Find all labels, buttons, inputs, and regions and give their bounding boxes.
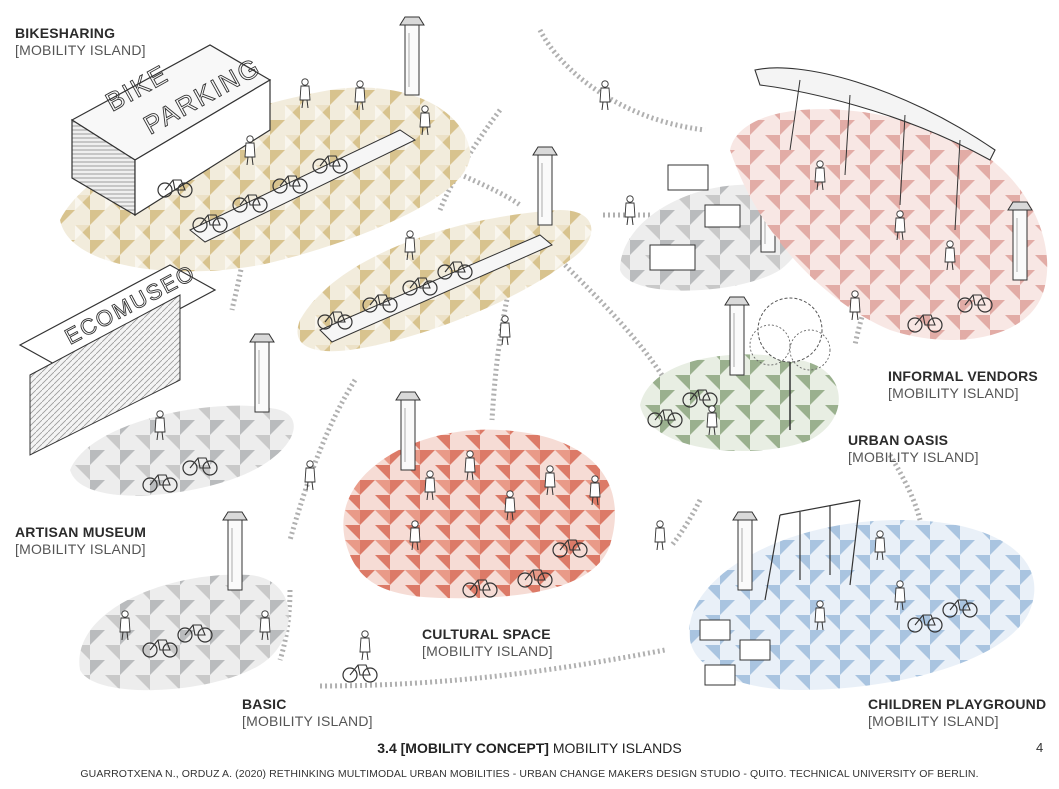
basic-island (79, 511, 378, 691)
connection-paths (229, 28, 923, 689)
label-subtitle: [MOBILITY ISLAND] (422, 642, 553, 659)
label-subtitle: [MOBILITY ISLAND] (868, 712, 999, 729)
bike-parking-building: BIKE PARKING (70, 44, 272, 217)
bikesharing-island: BIKE PARKING (60, 16, 471, 272)
label-title: BASIC (242, 696, 287, 712)
label-subtitle: [MOBILITY ISLAND] (848, 448, 979, 465)
label-title: CHILDREN PLAYGROUND (868, 696, 1047, 712)
urban-oasis-label: URBAN OASIS [MOBILITY ISLAND] (848, 432, 979, 466)
center-bike-island (297, 146, 592, 352)
figure-caption: 3.4 [MOBILITY CONCEPT] MOBILITY ISLANDS (0, 740, 1059, 756)
children-playground-island (654, 499, 1035, 690)
cultural-space-label: CULTURAL SPACE [MOBILITY ISLAND] (422, 626, 553, 660)
person-icon (359, 630, 371, 661)
artisan-museum-island: ECOMUSEO (18, 259, 316, 496)
label-title: URBAN OASIS (848, 432, 949, 448)
caption-rest: MOBILITY ISLANDS (552, 740, 682, 756)
credit-line: GUARROTXENA N., ORDUZ A. (2020) RETHINKI… (80, 768, 979, 780)
label-title: ARTISAN MUSEUM (15, 524, 147, 540)
person-icon (654, 520, 666, 551)
info-totem-icon (249, 333, 275, 413)
tree-icon (749, 297, 831, 430)
label-title: BIKESHARING (15, 25, 116, 41)
label-subtitle: [MOBILITY ISLAND] (888, 384, 1019, 401)
informal-vendors-island (730, 67, 1048, 341)
caption-bold: 3.4 [MOBILITY CONCEPT] (377, 740, 549, 756)
label-subtitle: [MOBILITY ISLAND] (242, 712, 373, 729)
children-playground-label: CHILDREN PLAYGROUND [MOBILITY ISLAND] (868, 696, 1046, 730)
urban-oasis-island (640, 296, 839, 451)
bikesharing-label: BIKESHARING [MOBILITY ISLAND] (15, 25, 146, 59)
basic-label: BASIC [MOBILITY ISLAND] (242, 696, 373, 730)
cyclist-icon (342, 664, 378, 683)
informal-vendors-label: INFORMAL VENDORS [MOBILITY ISLAND] (888, 368, 1038, 402)
artisan-museum-label: ARTISAN MUSEUM [MOBILITY ISLAND] (15, 524, 146, 558)
person-icon (599, 80, 611, 111)
cultural-space-island (343, 391, 616, 599)
person-icon (624, 195, 636, 226)
label-subtitle: [MOBILITY ISLAND] (15, 540, 146, 557)
info-totem-icon (399, 16, 425, 96)
label-title: CULTURAL SPACE (422, 626, 551, 642)
page-number: 4 (1036, 740, 1044, 755)
label-title: INFORMAL VENDORS (888, 368, 1038, 384)
swing-set-icon (764, 499, 861, 601)
label-subtitle: [MOBILITY ISLAND] (15, 41, 146, 58)
